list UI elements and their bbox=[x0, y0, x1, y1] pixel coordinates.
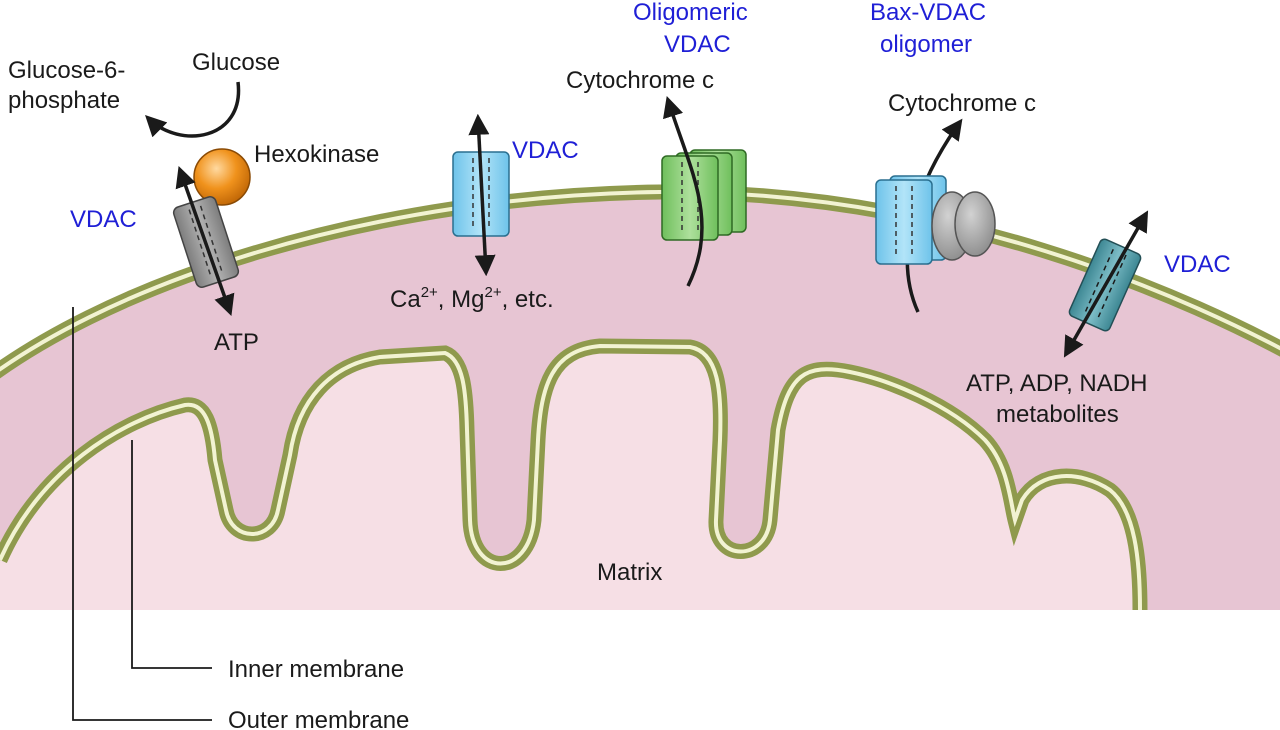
mitochondrion-body bbox=[0, 184, 1280, 730]
bottom-cut bbox=[0, 610, 1280, 730]
metabolites-label-2: metabolites bbox=[996, 401, 1119, 428]
bax-vdac-label-2: oligomer bbox=[880, 31, 972, 58]
outer-membrane-label: Outer membrane bbox=[228, 707, 409, 730]
atp-label: ATP bbox=[214, 329, 259, 356]
vdac-green-icon bbox=[661, 155, 719, 241]
vdac-center-label: VDAC bbox=[512, 137, 579, 164]
ion-transport-arrow bbox=[468, 113, 496, 277]
glucose-label: Glucose bbox=[192, 49, 280, 76]
hexokinase-label: Hexokinase bbox=[254, 141, 379, 168]
glucose-arc-arrow bbox=[145, 81, 241, 138]
cytochrome-c-label-2: Cytochrome c bbox=[888, 90, 1036, 117]
bax-icon-2 bbox=[954, 191, 996, 257]
metabolite-transport-arrow bbox=[1063, 210, 1149, 358]
glucose6p-label-2: phosphate bbox=[8, 87, 120, 114]
outer-membrane-core bbox=[0, 189, 1280, 372]
oligomeric-vdac-complex bbox=[661, 95, 747, 287]
oligomeric-vdac-label-1: Oligomeric bbox=[633, 0, 748, 26]
metabolites-label-1: ATP, ADP, NADH bbox=[966, 370, 1147, 397]
ions-label: Ca2+, Mg2+, etc. bbox=[390, 284, 554, 313]
atp-transport-arrow bbox=[175, 166, 235, 316]
vdac-right-label: VDAC bbox=[1164, 251, 1231, 278]
oligomeric-vdac-label-2: VDAC bbox=[664, 31, 731, 58]
cytochrome-c-label-1: Cytochrome c bbox=[566, 67, 714, 94]
vdac-blue-oligomer-icon bbox=[875, 179, 933, 265]
inner-membrane-label: Inner membrane bbox=[228, 656, 404, 683]
vdac-left-label: VDAC bbox=[70, 206, 137, 233]
hexokinase-icon bbox=[193, 148, 251, 206]
cytochrome-c-release-arrow bbox=[663, 95, 704, 287]
matrix-area bbox=[0, 346, 1140, 610]
outer-membrane-leader bbox=[72, 307, 212, 721]
vdac-hexokinase-channel bbox=[145, 81, 251, 316]
inner-membrane-leader bbox=[131, 440, 212, 669]
vdac-ion-channel bbox=[452, 113, 510, 277]
inner-membrane-core bbox=[0, 343, 1142, 611]
bax-vdac-label-1: Bax-VDAC bbox=[870, 0, 986, 26]
vdac-metabolite-channel bbox=[1063, 210, 1149, 358]
bax-vdac-complex bbox=[875, 118, 996, 313]
matrix-label: Matrix bbox=[597, 559, 662, 586]
glucose6p-label-1: Glucose-6- bbox=[8, 57, 125, 84]
